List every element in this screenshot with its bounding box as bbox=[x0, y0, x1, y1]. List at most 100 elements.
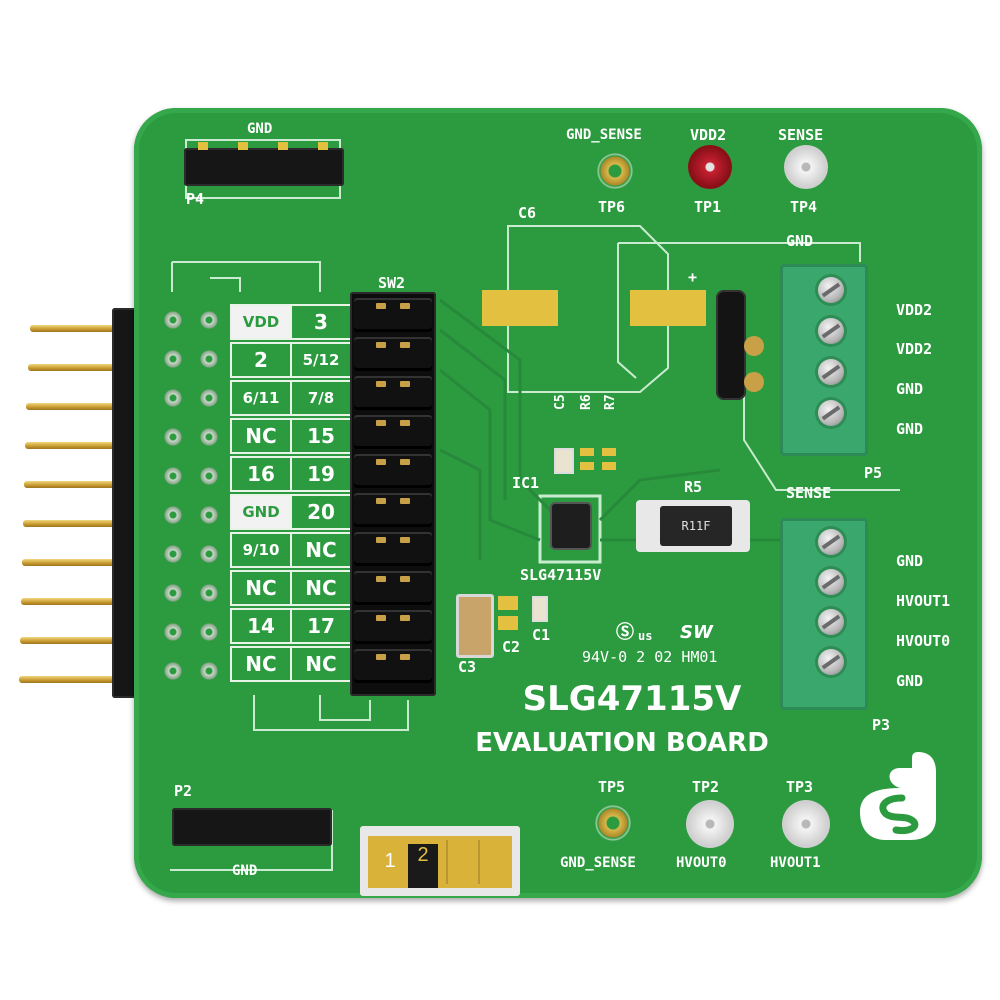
p5-terminal-label: GND bbox=[896, 380, 924, 398]
c6-label: C6 bbox=[518, 204, 537, 222]
board-subtitle: EVALUATION BOARD bbox=[475, 728, 769, 758]
jumper[interactable] bbox=[354, 376, 432, 410]
pin-cell: 17 bbox=[290, 608, 352, 644]
screw-terminal[interactable] bbox=[818, 318, 844, 344]
gnd-sense-top-label: GND_SENSE bbox=[566, 127, 642, 143]
pin-cell: GND bbox=[230, 494, 292, 530]
sw2-label: SW2 bbox=[378, 274, 406, 292]
p3-terminal-label: HVOUT1 bbox=[896, 592, 951, 610]
p2-gnd-label: GND bbox=[232, 863, 258, 879]
jumper[interactable] bbox=[354, 298, 432, 332]
tp5-label: TP5 bbox=[598, 778, 626, 796]
ul-mark: us bbox=[638, 629, 653, 643]
sense-tp-label: SENSE bbox=[778, 126, 824, 144]
jumper[interactable] bbox=[354, 610, 432, 644]
screw-terminal[interactable] bbox=[818, 400, 844, 426]
p5-terminal-label: GND bbox=[896, 420, 924, 438]
dip-switch-2[interactable]: 2 bbox=[408, 844, 438, 888]
jumper[interactable] bbox=[354, 649, 432, 683]
screw-terminal[interactable] bbox=[818, 569, 844, 595]
pin-cell: 2 bbox=[230, 342, 292, 378]
pin-cell: 9/10 bbox=[230, 532, 292, 568]
p4-label: P4 bbox=[186, 190, 205, 208]
hvout1-tp-label: HVOUT1 bbox=[770, 855, 821, 871]
pin-cell: 6/11 bbox=[230, 380, 292, 416]
pin-cell: 20 bbox=[290, 494, 352, 530]
gnd-sense-bottom-label: GND_SENSE bbox=[560, 855, 636, 871]
jumper[interactable] bbox=[354, 415, 432, 449]
hvout0-tp-label: HVOUT0 bbox=[676, 855, 727, 871]
pin-cell: 7/8 bbox=[290, 380, 352, 416]
tp4-label: TP4 bbox=[790, 198, 818, 216]
p4-gnd-label: GND bbox=[247, 121, 273, 137]
ic1-label: IC1 bbox=[512, 474, 540, 492]
p3-terminal-label: HVOUT0 bbox=[896, 632, 951, 650]
tp2-white-testpoint[interactable] bbox=[686, 800, 734, 848]
jumper[interactable] bbox=[354, 571, 432, 605]
c6-pad bbox=[482, 290, 558, 326]
vdd2-tp-label: VDD2 bbox=[690, 126, 727, 144]
tp3-label: TP3 bbox=[786, 778, 814, 796]
pin-cell: VDD bbox=[230, 304, 292, 340]
tp1-red-testpoint[interactable] bbox=[688, 145, 732, 189]
tp4-white-testpoint[interactable] bbox=[784, 145, 828, 189]
pin-cell: 14 bbox=[230, 608, 292, 644]
p3-terminal-label: GND bbox=[896, 672, 924, 690]
pin-cell: NC bbox=[230, 570, 292, 606]
p5-sense-label: SENSE bbox=[786, 484, 832, 502]
jumper[interactable] bbox=[354, 532, 432, 566]
p5-select-jumper[interactable] bbox=[716, 290, 746, 400]
p3-terminal-label: GND bbox=[896, 552, 924, 570]
screw-terminal[interactable] bbox=[818, 529, 844, 555]
c5-label: C5 bbox=[553, 394, 568, 410]
plus-marking: + bbox=[688, 268, 698, 286]
c5-part bbox=[554, 448, 574, 474]
c1-part bbox=[532, 596, 548, 622]
c6-pad bbox=[630, 290, 706, 326]
pin-cell: NC bbox=[230, 418, 292, 454]
company-logo-icon bbox=[860, 752, 936, 840]
fab-marking: 94V-0 2 02 HM01 bbox=[582, 648, 718, 666]
pin-cell: 3 bbox=[290, 304, 352, 340]
screw-terminal[interactable] bbox=[818, 609, 844, 635]
jumper[interactable] bbox=[354, 337, 432, 371]
ic1-chip bbox=[552, 504, 590, 548]
tp1-label: TP1 bbox=[694, 198, 722, 216]
chip-label: SLG47115V bbox=[520, 566, 602, 584]
jumper[interactable] bbox=[354, 493, 432, 527]
p5-gnd-label: GND bbox=[786, 232, 814, 250]
pin-cell: 19 bbox=[290, 456, 352, 492]
r5-label: R5 bbox=[684, 478, 703, 496]
r6-label: R6 bbox=[579, 394, 594, 410]
pin-cell: 16 bbox=[230, 456, 292, 492]
pin-cell: NC bbox=[290, 570, 352, 606]
c3-label: C3 bbox=[458, 658, 477, 676]
jumper[interactable] bbox=[354, 454, 432, 488]
pin-cell: 15 bbox=[290, 418, 352, 454]
p5-terminal-label: VDD2 bbox=[896, 340, 933, 358]
board-title: SLG47115V bbox=[522, 679, 742, 719]
c2-label: C2 bbox=[502, 638, 521, 656]
pin-cell: 5/12 bbox=[290, 342, 352, 378]
dip-switch-1[interactable]: 1 bbox=[384, 849, 396, 872]
tp5-pad[interactable] bbox=[594, 804, 632, 842]
pin-cell: NC bbox=[230, 646, 292, 682]
p5-terminal-label: VDD2 bbox=[896, 301, 933, 319]
screw-terminal[interactable] bbox=[818, 359, 844, 385]
p2-header[interactable] bbox=[172, 808, 332, 846]
tp6-label: TP6 bbox=[598, 198, 626, 216]
dip-switch[interactable] bbox=[368, 836, 512, 888]
c3-capacitor bbox=[456, 594, 494, 658]
tp3-white-testpoint[interactable] bbox=[782, 800, 830, 848]
p3-label: P3 bbox=[872, 716, 891, 734]
tp6-pad[interactable] bbox=[596, 152, 634, 190]
screw-terminal[interactable] bbox=[818, 277, 844, 303]
screw-terminal[interactable] bbox=[818, 649, 844, 675]
tp2-label: TP2 bbox=[692, 778, 720, 796]
p2-label: P2 bbox=[174, 782, 193, 800]
p4-header[interactable] bbox=[184, 148, 344, 186]
p5-label: P5 bbox=[864, 464, 883, 482]
ul-icon: Ⓢ bbox=[616, 622, 634, 643]
sw-mark: SW bbox=[680, 622, 713, 643]
r7-label: R7 bbox=[603, 394, 618, 410]
